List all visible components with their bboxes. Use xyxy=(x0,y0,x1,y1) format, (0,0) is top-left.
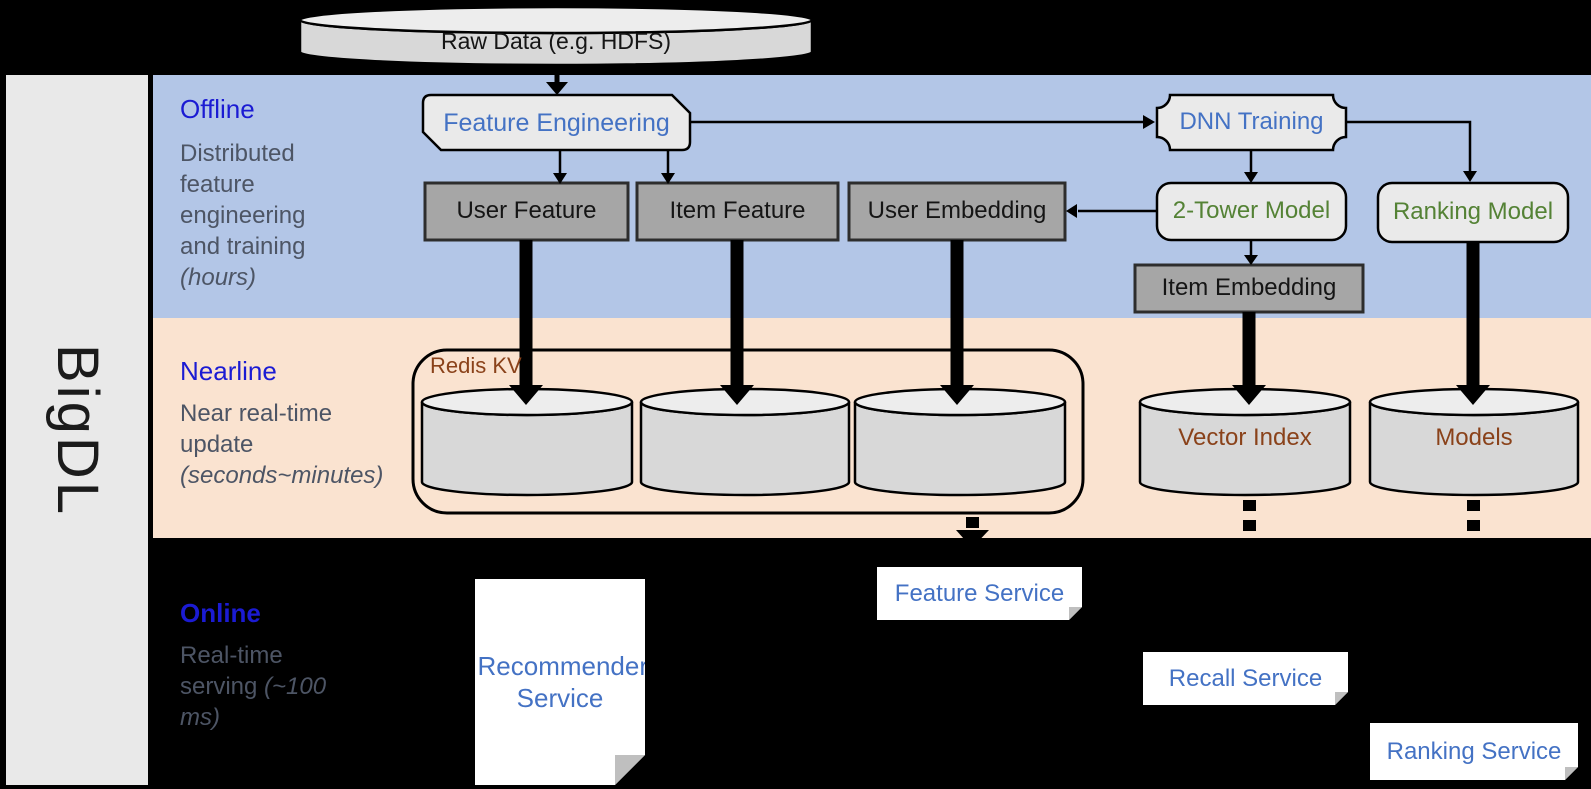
ranking-service-doc: Ranking Service xyxy=(1370,723,1578,780)
arrow-item-feature-to-redis xyxy=(720,240,754,405)
nearline-section-desc: Near real-time update (seconds~minutes) xyxy=(180,398,384,491)
offline-section-title: Offline xyxy=(180,94,255,124)
online-section-desc: Real-time serving (~100 ms) xyxy=(180,640,335,733)
item-embedding-label: Item Embedding xyxy=(1161,274,1337,302)
offline-desc-text: Distributed feature engineering and trai… xyxy=(180,140,306,260)
user-embedding-shape xyxy=(847,181,1067,242)
ranking-service-label: Ranking Service xyxy=(1386,737,1562,765)
nearline-desc-note: (seconds~minutes) xyxy=(180,462,384,489)
offline-desc-note: (hours) xyxy=(180,264,257,291)
redis-cylinder-2 xyxy=(639,387,851,497)
feature-service-doc: Feature Service xyxy=(877,567,1082,620)
arrow-two-tower-model-to-user-embedding xyxy=(1066,204,1157,218)
models-label: Models xyxy=(1435,423,1513,451)
arrow-feature-engineering-to-item-feature xyxy=(661,150,675,184)
dashed-arrow-vector-index-to-recall-service xyxy=(1243,500,1256,531)
online-desc-note: (~100 ms) xyxy=(180,673,327,731)
recommender-service-doc: Recommender Service xyxy=(475,579,645,785)
arrow-feature-engineering-to-user-feature xyxy=(553,150,567,184)
arrow-two-tower-model-to-item-embedding xyxy=(1244,240,1258,265)
recall-service-doc: Recall Service xyxy=(1143,652,1348,705)
vector-index-cylinder xyxy=(1138,387,1352,497)
nearline-section-title: Nearline xyxy=(180,356,277,386)
arrow-dnn-training-to-ranking-model xyxy=(1346,120,1477,182)
arrow-item-embedding-to-vector-index xyxy=(1232,312,1266,405)
arrow-dnn-training-to-two-tower-model xyxy=(1244,150,1258,183)
raw-data-cylinder xyxy=(298,5,814,67)
item-feature-label: Item Feature xyxy=(669,197,806,225)
redis-cylinder-3 xyxy=(853,387,1067,497)
redis-kv-container xyxy=(411,348,1085,515)
redis-cylinder-1 xyxy=(420,387,634,497)
two-tower-model-label: 2-Tower Model xyxy=(1172,197,1331,225)
feature-engineering-label: Feature Engineering xyxy=(443,108,670,137)
online-desc-text: Real-time serving xyxy=(180,642,283,700)
online-section-title: Online xyxy=(180,598,261,628)
recommender-service-label: Recommender Service xyxy=(477,650,649,713)
arrow-user-embedding-to-redis xyxy=(940,240,974,405)
recall-service-label: Recall Service xyxy=(1168,664,1323,692)
feature-engineering-shape xyxy=(421,93,692,152)
user-embedding-label: User Embedding xyxy=(867,197,1047,225)
dashed-arrow-models-to-ranking-service xyxy=(1467,500,1480,531)
arrow-feature-engineering-to-dnn-training xyxy=(690,115,1155,129)
offline-section-desc: Distributed feature engineering and trai… xyxy=(180,138,352,293)
user-feature-label: User Feature xyxy=(456,197,597,225)
redis-kv-label: Redis KV xyxy=(430,353,522,378)
vector-index-label: Vector Index xyxy=(1178,423,1312,451)
dnn-training-label: DNN Training xyxy=(1179,108,1324,136)
arrow-raw-data-to-feature-engineering xyxy=(546,64,568,95)
user-feature-shape xyxy=(423,181,630,242)
feature-service-label: Feature Service xyxy=(894,579,1065,607)
nearline-desc-text: Near real-time update xyxy=(180,400,333,458)
ranking-model-label: Ranking Model xyxy=(1392,198,1554,226)
raw-data-label: Raw Data (e.g. HDFS) xyxy=(440,28,672,55)
dnn-training-shape xyxy=(1155,93,1348,152)
arrow-user-feature-to-redis xyxy=(509,240,543,405)
dashed-arrow-redis-to-feature-service xyxy=(956,517,989,548)
arrow-ranking-model-to-models xyxy=(1456,242,1490,405)
bigdl-sidebar: BigDL xyxy=(6,75,148,785)
